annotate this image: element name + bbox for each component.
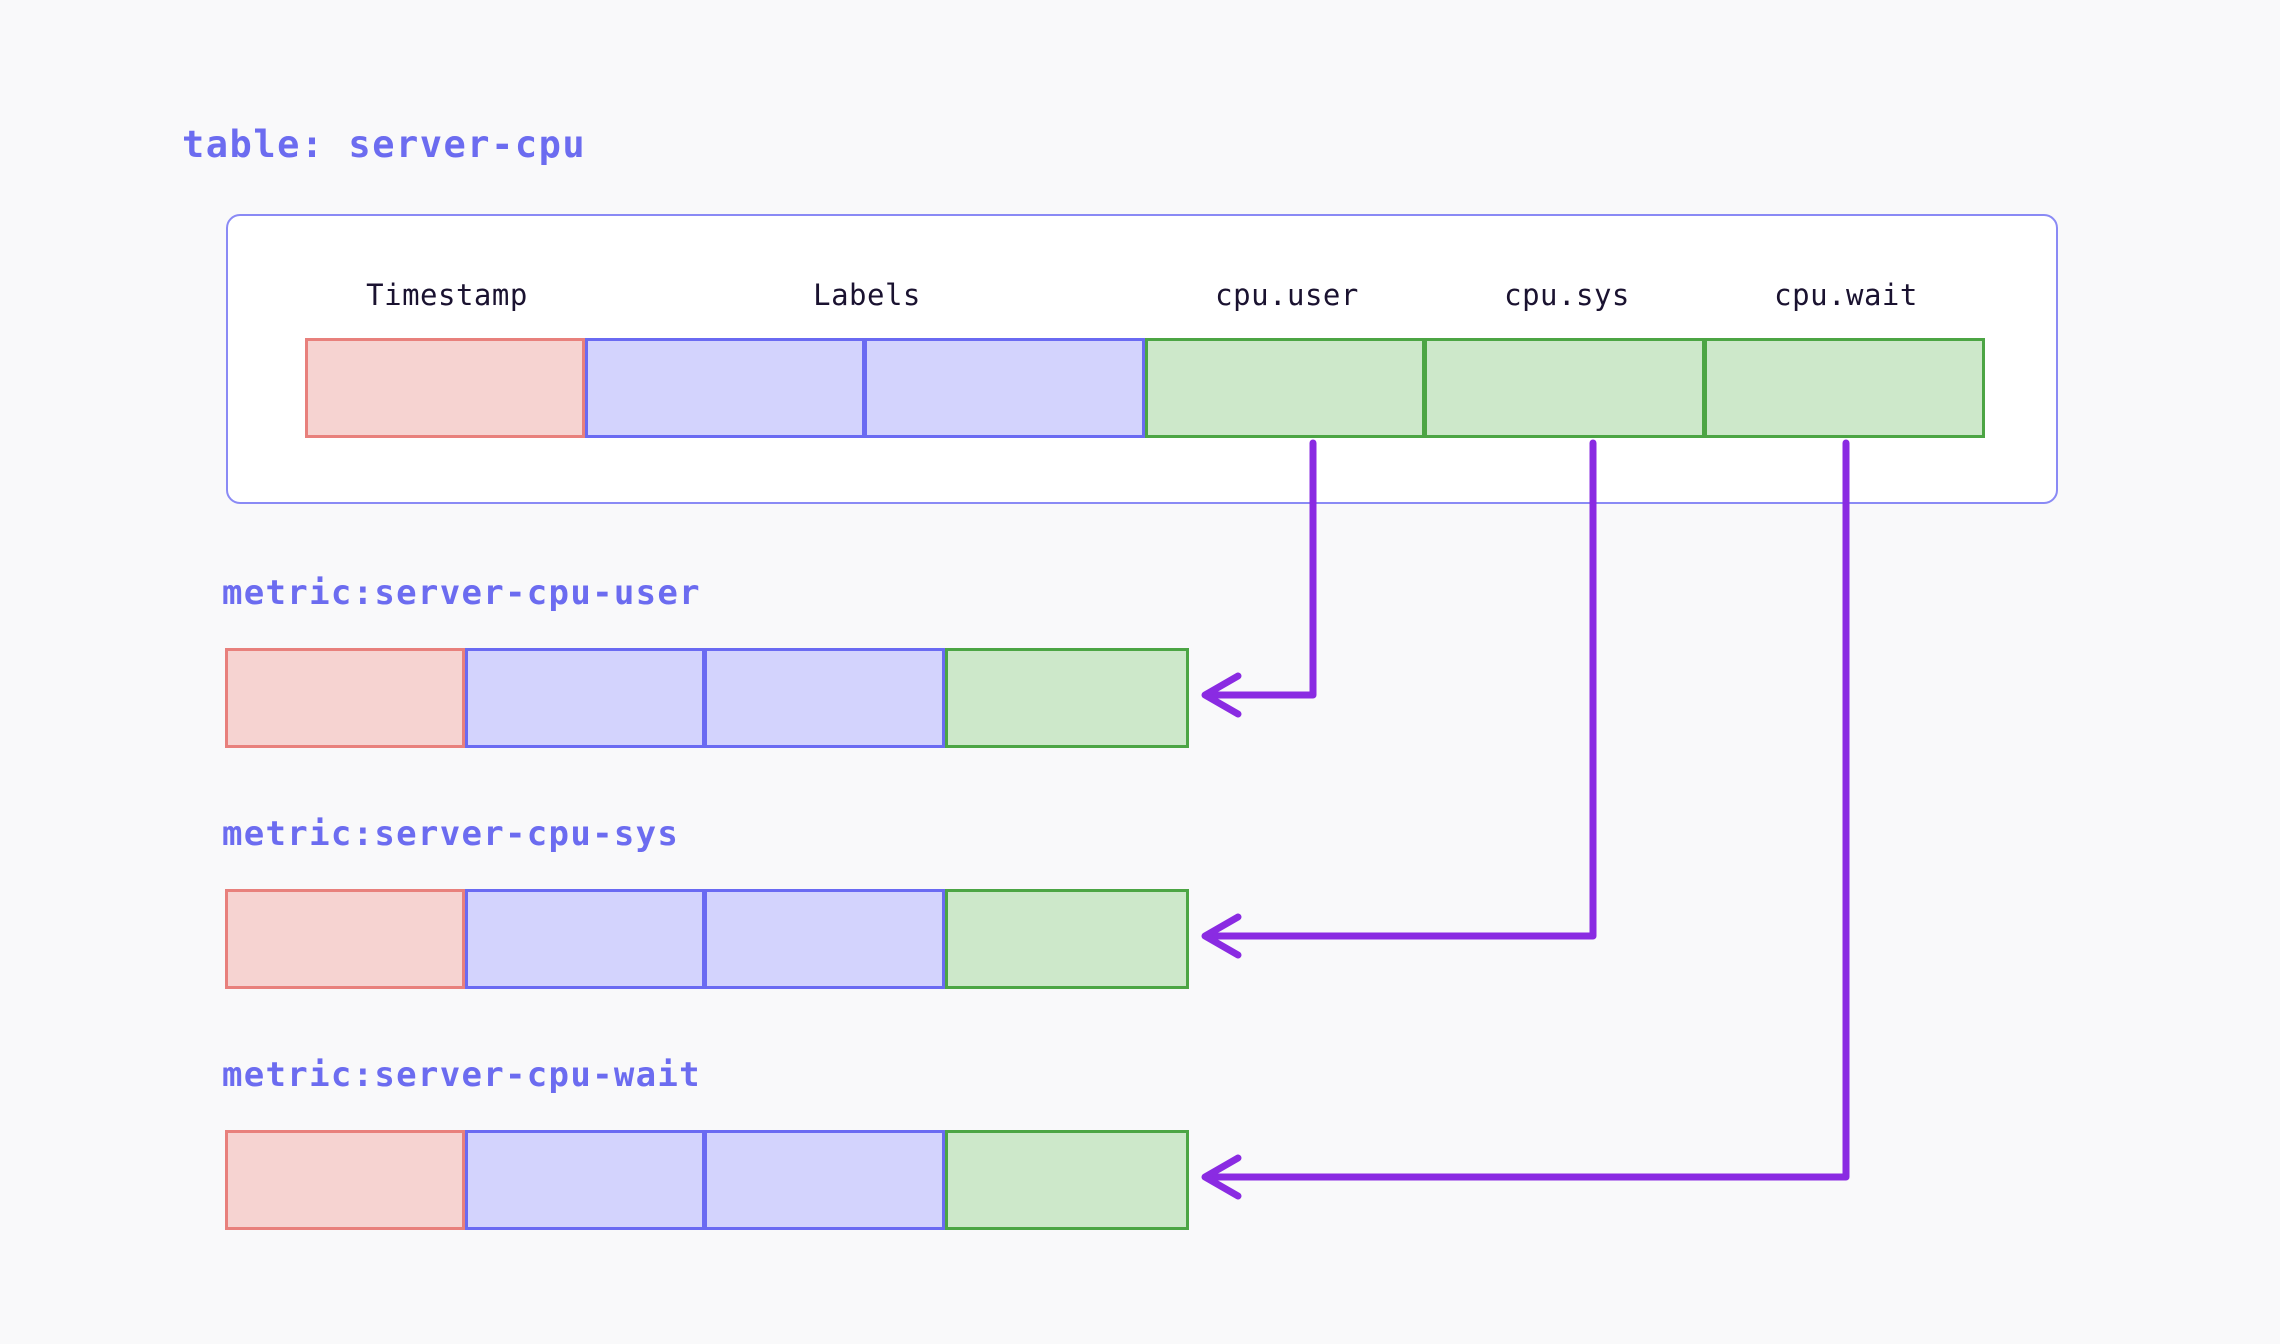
metric-cell-timestamp xyxy=(225,1130,465,1230)
table-cell-label-2 xyxy=(865,338,1145,438)
column-header-labels: Labels xyxy=(813,278,921,312)
metric-cell-value xyxy=(945,889,1189,989)
arrow-cpu-sys xyxy=(1204,439,1597,940)
metric-cell-label-1 xyxy=(465,889,705,989)
column-header-cpu-wait: cpu.wait xyxy=(1774,278,1918,312)
table-cell-cpu-wait xyxy=(1705,338,1985,438)
metric-label-server-cpu-user: metric:server-cpu-user xyxy=(222,573,701,613)
metric-cell-value xyxy=(945,648,1189,748)
arrowhead-cpu-wait xyxy=(1201,1154,1242,1200)
arrowhead-cpu-user xyxy=(1201,672,1242,718)
column-header-timestamp: Timestamp xyxy=(366,278,528,312)
arrow-cpu-wait xyxy=(1204,439,1850,1181)
table-cell-cpu-sys xyxy=(1425,338,1705,438)
metric-cell-value xyxy=(945,1130,1189,1230)
arrowhead-cpu-sys xyxy=(1201,913,1242,959)
table-title: table: server-cpu xyxy=(182,123,587,166)
metric-row-server-cpu-user xyxy=(225,648,1189,748)
metric-row-server-cpu-wait xyxy=(225,1130,1189,1230)
metric-label-server-cpu-wait: metric:server-cpu-wait xyxy=(222,1055,701,1095)
metric-cell-label-2 xyxy=(705,648,945,748)
table-row xyxy=(305,338,1985,438)
table-cell-cpu-user xyxy=(1145,338,1425,438)
metric-label-server-cpu-sys: metric:server-cpu-sys xyxy=(222,814,680,854)
column-header-cpu-user: cpu.user xyxy=(1215,278,1359,312)
metric-cell-label-2 xyxy=(705,1130,945,1230)
column-header-cpu-sys: cpu.sys xyxy=(1504,278,1630,312)
table-column-headers: Timestamp Labels cpu.user cpu.sys cpu.wa… xyxy=(228,216,2060,506)
table-cell-label-1 xyxy=(585,338,865,438)
metric-cell-timestamp xyxy=(225,889,465,989)
metric-row-server-cpu-sys xyxy=(225,889,1189,989)
table-cell-timestamp xyxy=(305,338,585,438)
metric-cell-label-1 xyxy=(465,648,705,748)
metric-cell-label-1 xyxy=(465,1130,705,1230)
metric-cell-timestamp xyxy=(225,648,465,748)
metric-cell-label-2 xyxy=(705,889,945,989)
